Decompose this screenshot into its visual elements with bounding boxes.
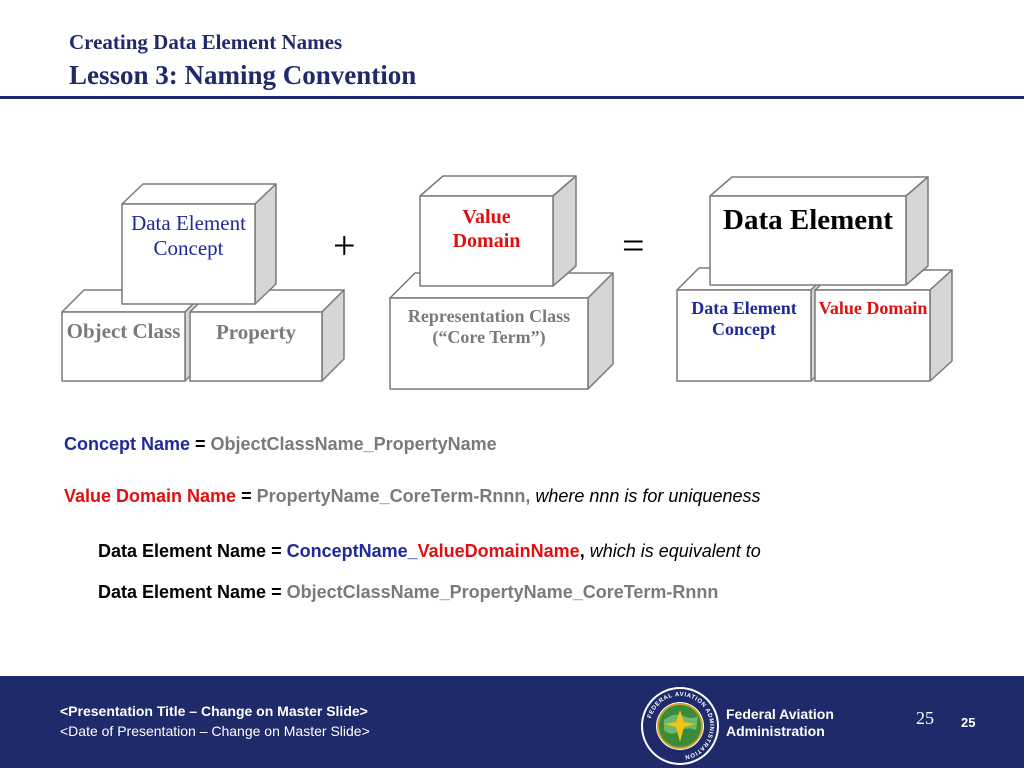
label-data-element: Data Element: [723, 204, 893, 236]
page-number: 25: [961, 715, 976, 730]
concept-name-label: Concept Name: [64, 434, 191, 454]
de1-label: Data Element Name =: [98, 541, 287, 561]
value-domain-box: [419, 175, 577, 287]
value-domain-name-label: Value Domain Name: [64, 486, 237, 506]
de1-concept: ConceptName_: [286, 541, 418, 561]
faa-name-line1: Federal Aviation: [726, 706, 834, 722]
value-domain-name-equals: =: [236, 486, 257, 506]
value-domain-name-formula: Value Domain Name = PropertyName_CoreTer…: [64, 486, 760, 507]
value-domain-name-value: PropertyName_CoreTerm-Rnnn,: [256, 486, 531, 506]
de2-label: Data Element Name =: [98, 582, 287, 602]
label-object-class: Object Class: [66, 319, 181, 343]
de1-comma: ,: [579, 541, 585, 561]
data-element-name-formula-2: Data Element Name = ObjectClassName_Prop…: [98, 582, 718, 603]
label-property: Property: [215, 320, 297, 344]
de2-value: ObjectClassName_PropertyName_CoreTerm-Rn…: [286, 582, 719, 602]
label-value-domain: Value Domain: [452, 206, 521, 252]
label-representation-class: Representation Class (“Core Term”): [407, 306, 571, 348]
faa-name-line2: Administration: [726, 722, 825, 739]
representation-class-box: [389, 272, 614, 390]
equals-operator: =: [622, 223, 645, 268]
label-de-value-domain: Value Domain: [818, 298, 928, 318]
slide-subtitle: Creating Data Element Names: [69, 30, 343, 54]
de1-value-domain: ValueDomainName: [417, 541, 580, 561]
value-domain-name-note: where nnn is for uniqueness: [530, 486, 761, 506]
data-element-name-formula-1: Data Element Name = ConceptName_ValueDom…: [98, 541, 761, 562]
footer-bar: [0, 676, 1024, 768]
title-divider: [0, 96, 1024, 99]
naming-diagram: [61, 175, 953, 390]
plus-operator: +: [333, 223, 356, 268]
concept-name-value: ObjectClassName_PropertyName: [210, 434, 497, 454]
data-element-concept-box: [121, 183, 277, 305]
slide-title: Lesson 3: Naming Convention: [69, 60, 417, 90]
concept-name-formula: Concept Name = ObjectClassName_PropertyN…: [64, 434, 497, 455]
footer-presentation-title: <Presentation Title – Change on Master S…: [60, 703, 368, 719]
label-data-element-concept: Data Element Concept: [131, 211, 246, 260]
label-de-concept: Data Element Concept: [691, 298, 797, 340]
de1-note: which is equivalent to: [584, 541, 761, 561]
faa-name: Federal Aviation Administration: [726, 706, 834, 740]
page-number-serif: 25: [916, 708, 934, 728]
concept-name-equals: =: [190, 434, 211, 454]
footer-presentation-date: <Date of Presentation – Change on Master…: [60, 723, 370, 739]
data-element-box: [709, 176, 929, 286]
de-value-domain-box: [814, 269, 953, 382]
faa-seal-icon: FEDERAL AVIATION ADMINISTRATION: [641, 687, 719, 765]
